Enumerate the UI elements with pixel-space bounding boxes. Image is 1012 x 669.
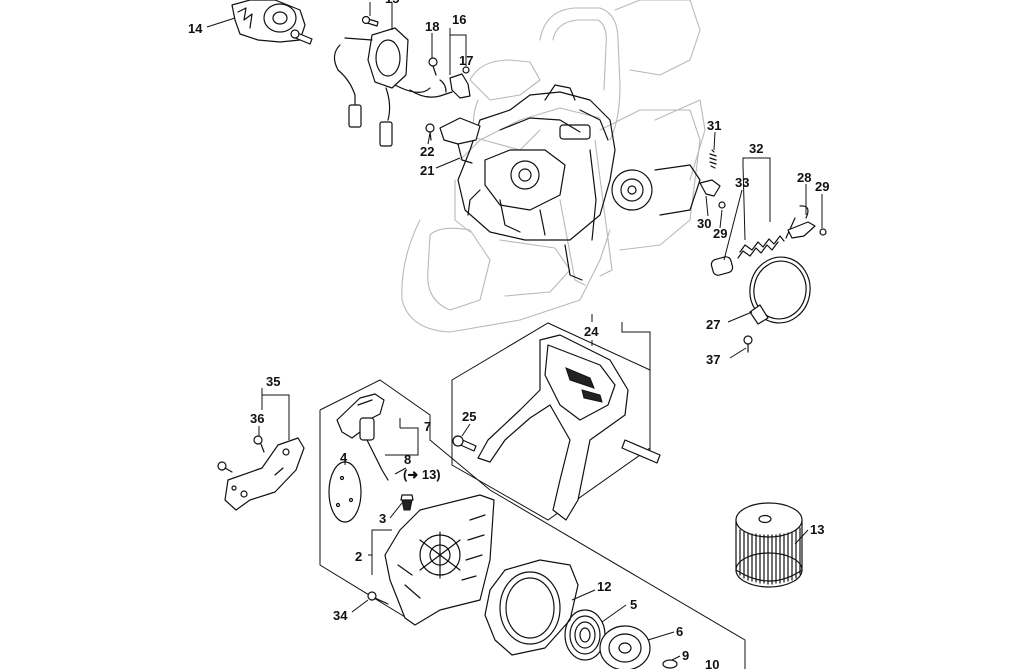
- label-2: 2: [355, 549, 362, 564]
- label-9: 9: [682, 648, 689, 663]
- label-34: 34: [333, 608, 348, 623]
- screw-part: [361, 15, 379, 27]
- label-22: 22: [420, 144, 434, 159]
- flywheel-part: [231, 0, 306, 43]
- screw-part: [452, 435, 477, 452]
- label-8-reference: (➜ 13): [403, 467, 441, 482]
- label-6: 6: [676, 624, 683, 639]
- label-12: 12: [597, 579, 611, 594]
- label-10: 10: [705, 657, 719, 669]
- ignition-module-part: [333, 27, 431, 147]
- rope-pulley-part: [599, 625, 651, 669]
- label-18: 18: [425, 19, 439, 34]
- label-3: 3: [379, 511, 386, 526]
- starter-frame: [319, 379, 746, 669]
- spindle-part: [621, 439, 661, 464]
- brake-spring-large: [737, 217, 796, 259]
- label-7: 7: [424, 419, 431, 434]
- sleeve-part: [710, 256, 734, 276]
- label-37: 37: [706, 352, 720, 367]
- label-28: 28: [797, 170, 811, 185]
- chainsaw-body-ghost: [401, 0, 706, 333]
- label-30: 30: [697, 216, 711, 231]
- label-27: 27: [706, 317, 720, 332]
- label-24: 24: [584, 324, 599, 339]
- label-29-right: 29: [815, 179, 829, 194]
- label-14: 14: [188, 21, 203, 36]
- label-4: 4: [340, 450, 348, 465]
- fan-housing-part: [384, 494, 495, 626]
- rope-spool-part: [735, 502, 803, 588]
- washer-part: [662, 659, 678, 669]
- screw-part: [367, 591, 389, 605]
- chain-catcher-bracket-part: [224, 437, 305, 511]
- label-15: 15: [385, 0, 399, 6]
- rope-rotor-part: [328, 461, 362, 523]
- label-32: 32: [749, 141, 763, 156]
- label-33: 33: [735, 175, 749, 190]
- short-circuit-wire-part: [409, 66, 471, 99]
- screw-part: [290, 29, 313, 45]
- label-35: 35: [266, 374, 280, 389]
- screw-part: [217, 435, 265, 473]
- label-21: 21: [420, 163, 434, 178]
- grommet-part: [400, 494, 414, 511]
- bracket-part: [425, 117, 481, 164]
- brake-spring-small: [709, 149, 717, 169]
- rewind-spring-part: [564, 609, 606, 661]
- label-8: 8: [404, 452, 411, 467]
- leader-lines: [206, 2, 823, 661]
- screw-part: [428, 57, 438, 76]
- starter-grip-part: [336, 393, 389, 481]
- brake-lever-part: [699, 179, 726, 209]
- callout-labels: 14 15 18 16 17 22 21 31 32 33 28 29 30 2…: [188, 0, 829, 669]
- label-5: 5: [630, 597, 637, 612]
- label-36: 36: [250, 411, 264, 426]
- screw-part: [743, 335, 753, 353]
- hand-guard-part: [477, 334, 629, 521]
- label-25: 25: [462, 409, 476, 424]
- label-29-left: 29: [713, 226, 727, 241]
- spring-housing-part: [484, 559, 579, 656]
- engine-housing: [457, 84, 701, 281]
- label-31: 31: [707, 118, 721, 133]
- label-16: 16: [452, 12, 466, 27]
- label-17: 17: [459, 53, 473, 68]
- brake-band-part: [749, 256, 811, 325]
- brake-link-part: [787, 205, 827, 239]
- label-13: 13: [810, 522, 824, 537]
